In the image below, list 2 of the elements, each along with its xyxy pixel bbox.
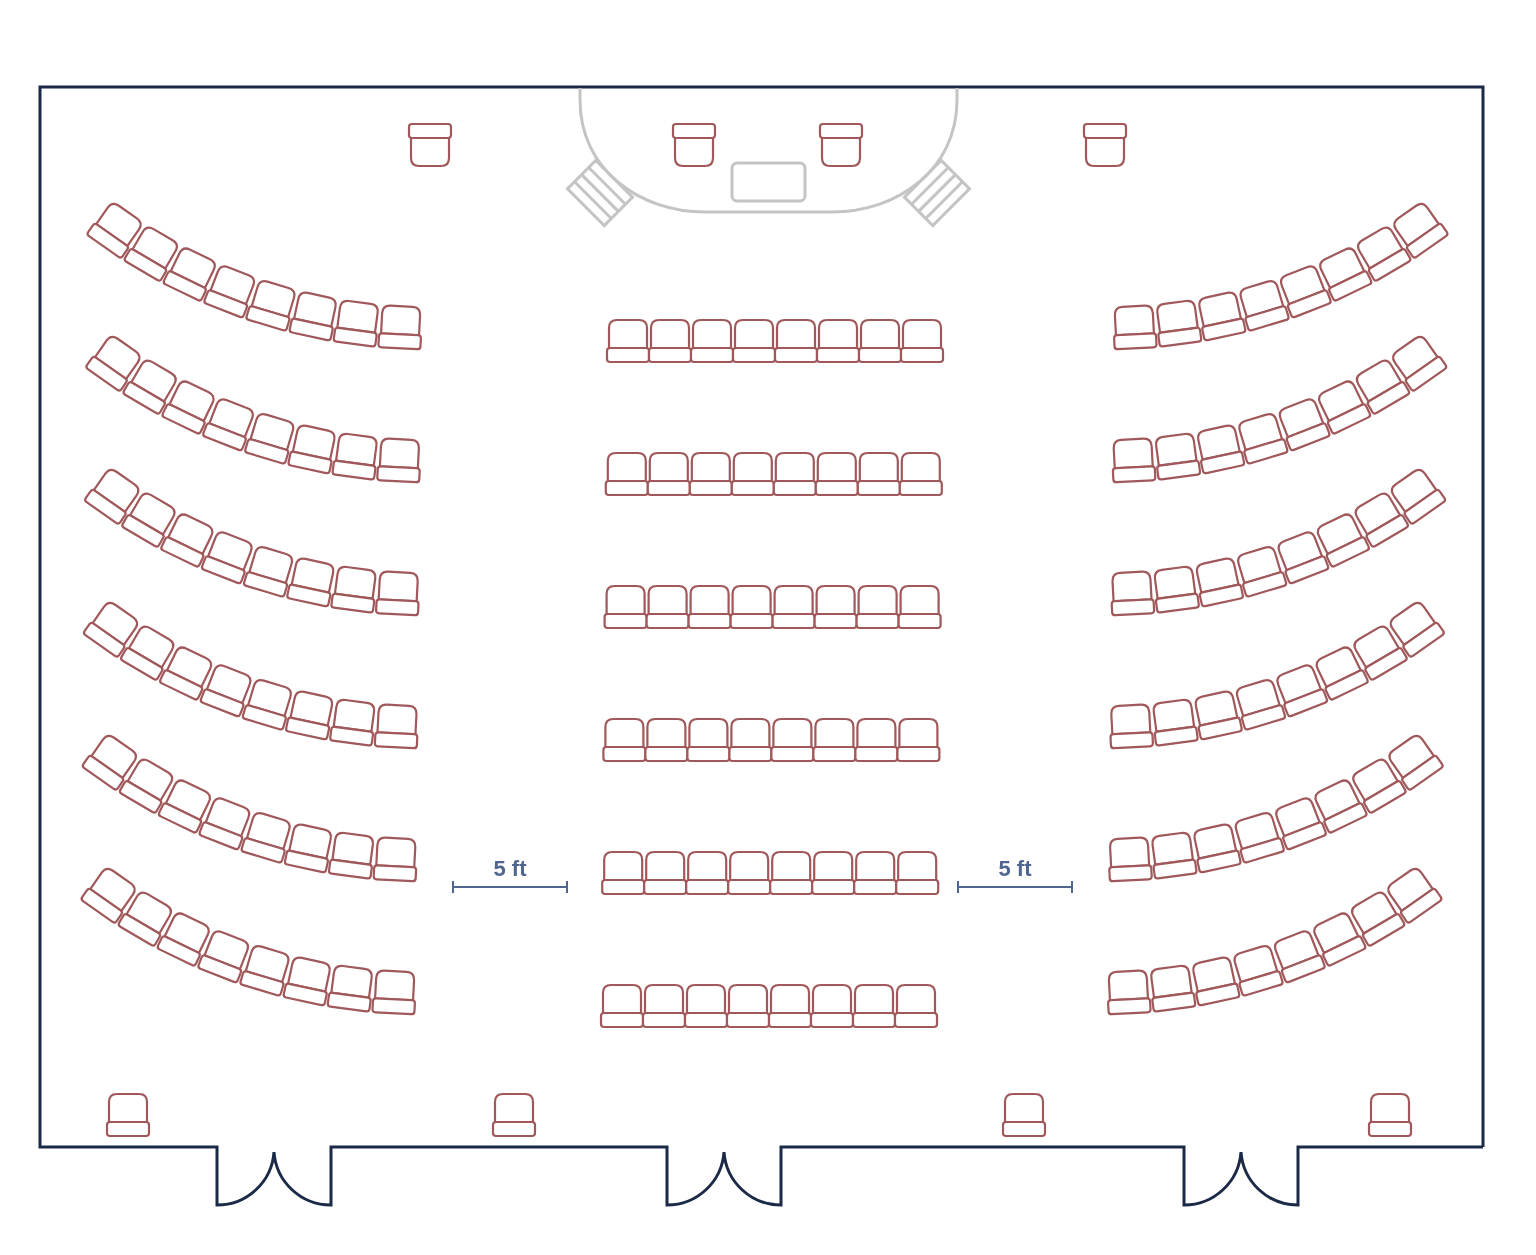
dimension-label: 5 ft [998,856,1032,882]
dimension-label: 5 ft [493,856,527,882]
